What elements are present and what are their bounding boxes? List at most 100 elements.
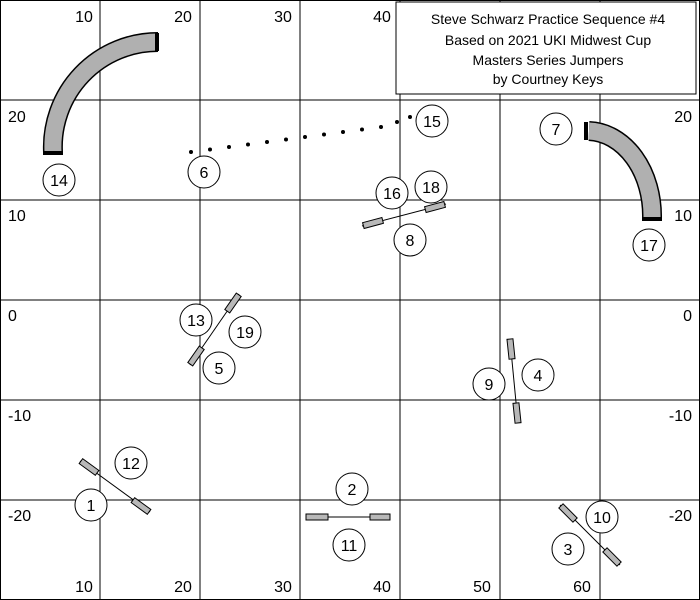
- bottom-axis-label: 50: [473, 579, 491, 596]
- number-circle-outline: [114, 446, 148, 480]
- number-label: 17: [640, 238, 658, 255]
- weave-pole: [395, 120, 399, 124]
- axis-labels-top: 10 20 30 40: [75, 9, 391, 26]
- title-box: Steve Schwarz Practice Sequence #4 Based…: [395, 1, 697, 95]
- left-axis-label: -10: [8, 408, 31, 425]
- weave-pole: [208, 147, 212, 152]
- number-circle-outline: [375, 176, 409, 210]
- tunnel-body: [44, 33, 159, 153]
- number-circle-15: 15: [415, 104, 449, 138]
- jump-wing: [78, 457, 100, 477]
- right-axis-label: 0: [683, 308, 692, 325]
- jump-wing: [187, 345, 205, 367]
- number-label: 5: [215, 361, 224, 378]
- left-axis-label: 0: [8, 308, 17, 325]
- top-axis-label: 20: [174, 9, 192, 26]
- jump-wing: [369, 513, 391, 521]
- number-label: 19: [236, 325, 254, 342]
- jump-wing: [423, 200, 447, 214]
- jump-8-16-18: [361, 200, 447, 230]
- jump-1-12: [78, 457, 152, 516]
- weave-pole: [322, 132, 326, 137]
- number-label: 7: [552, 122, 561, 139]
- tunnel-7-17: [584, 121, 663, 221]
- title-line-4: by Courtney Keys: [493, 71, 604, 87]
- number-circle-outline: [335, 472, 369, 506]
- number-label: 4: [534, 368, 543, 385]
- number-circle-outline: [415, 104, 449, 138]
- right-axis-label: 20: [674, 109, 692, 126]
- number-label: 16: [383, 186, 401, 203]
- jump-wing: [506, 338, 516, 360]
- jump-wing: [130, 496, 152, 516]
- title-line-1: Steve Schwarz Practice Sequence #4: [431, 11, 665, 27]
- left-axis-label: 10: [8, 208, 26, 225]
- weave-pole: [227, 145, 231, 149]
- number-circle-outline: [551, 532, 585, 566]
- number-circle-14: 14: [42, 163, 76, 197]
- weave-pole: [284, 137, 288, 142]
- number-label: 8: [406, 233, 415, 250]
- number-circle-17: 17: [632, 228, 666, 262]
- top-axis-label: 40: [373, 9, 391, 26]
- number-circle-9: 9: [472, 367, 506, 401]
- number-circle-11: 11: [332, 528, 366, 562]
- number-circle-7: 7: [539, 112, 573, 146]
- number-circle-4: 4: [521, 358, 555, 392]
- jump-wing: [558, 503, 578, 523]
- axis-labels-left: 20 10 0 -10 -20: [8, 109, 31, 525]
- number-label: 1: [87, 498, 96, 515]
- jump-4-9: [506, 338, 522, 424]
- weaves-6-15: [189, 115, 412, 154]
- jump-wing: [361, 216, 385, 230]
- number-label: 18: [422, 180, 440, 197]
- weave-pole: [360, 127, 364, 132]
- bottom-axis-label: 40: [373, 579, 391, 596]
- number-circle-outline: [472, 367, 506, 401]
- axis-labels-bottom: 10 20 30 40 50 60: [75, 579, 591, 596]
- jump-5-13-19: [187, 292, 242, 367]
- number-circle-outline: [202, 351, 236, 385]
- number-circle-6: 6: [187, 155, 221, 189]
- weave-pole: [265, 140, 269, 144]
- number-label: 6: [200, 165, 209, 182]
- title-box-frame: [395, 1, 697, 95]
- number-circle-outline: [521, 358, 555, 392]
- number-label: 14: [50, 173, 68, 190]
- number-circle-outline: [187, 155, 221, 189]
- number-circle-1: 1: [74, 488, 108, 522]
- weave-pole: [379, 125, 383, 129]
- number-circle-10: 10: [585, 500, 619, 534]
- bottom-axis-label: 10: [75, 579, 93, 596]
- jump-2-11: [305, 513, 391, 521]
- title-line-2: Based on 2021 UKI Midwest Cup: [445, 32, 651, 48]
- number-circle-5: 5: [202, 351, 236, 385]
- number-circle-outline: [393, 223, 427, 257]
- number-circle-2: 2: [335, 472, 369, 506]
- number-label: 15: [423, 114, 441, 131]
- top-axis-label: 10: [75, 9, 93, 26]
- number-circle-outline: [179, 303, 213, 337]
- number-circle-13: 13: [179, 303, 213, 337]
- top-axis-label: 30: [274, 9, 292, 26]
- jump-wing: [224, 292, 242, 314]
- jump-wing: [512, 402, 522, 424]
- bottom-axis-label: 20: [174, 579, 192, 596]
- number-circle-outline: [414, 170, 448, 204]
- axis-labels-right: 20 10 0 -10 -20: [669, 109, 692, 525]
- number-label: 13: [187, 313, 205, 330]
- weave-pole: [189, 150, 193, 154]
- number-circle-16: 16: [375, 176, 409, 210]
- number-label: 11: [341, 538, 358, 555]
- jump-wing: [305, 513, 329, 521]
- number-label: 10: [593, 510, 611, 527]
- jump-3-10: [558, 503, 622, 567]
- weave-pole: [303, 135, 307, 139]
- right-axis-label: -20: [669, 508, 692, 525]
- jump-wing: [602, 547, 622, 567]
- right-axis-label: -10: [669, 408, 692, 425]
- left-axis-label: 20: [8, 109, 26, 126]
- weave-pole: [408, 115, 412, 119]
- number-circle-outline: [539, 112, 573, 146]
- number-label: 3: [564, 542, 573, 559]
